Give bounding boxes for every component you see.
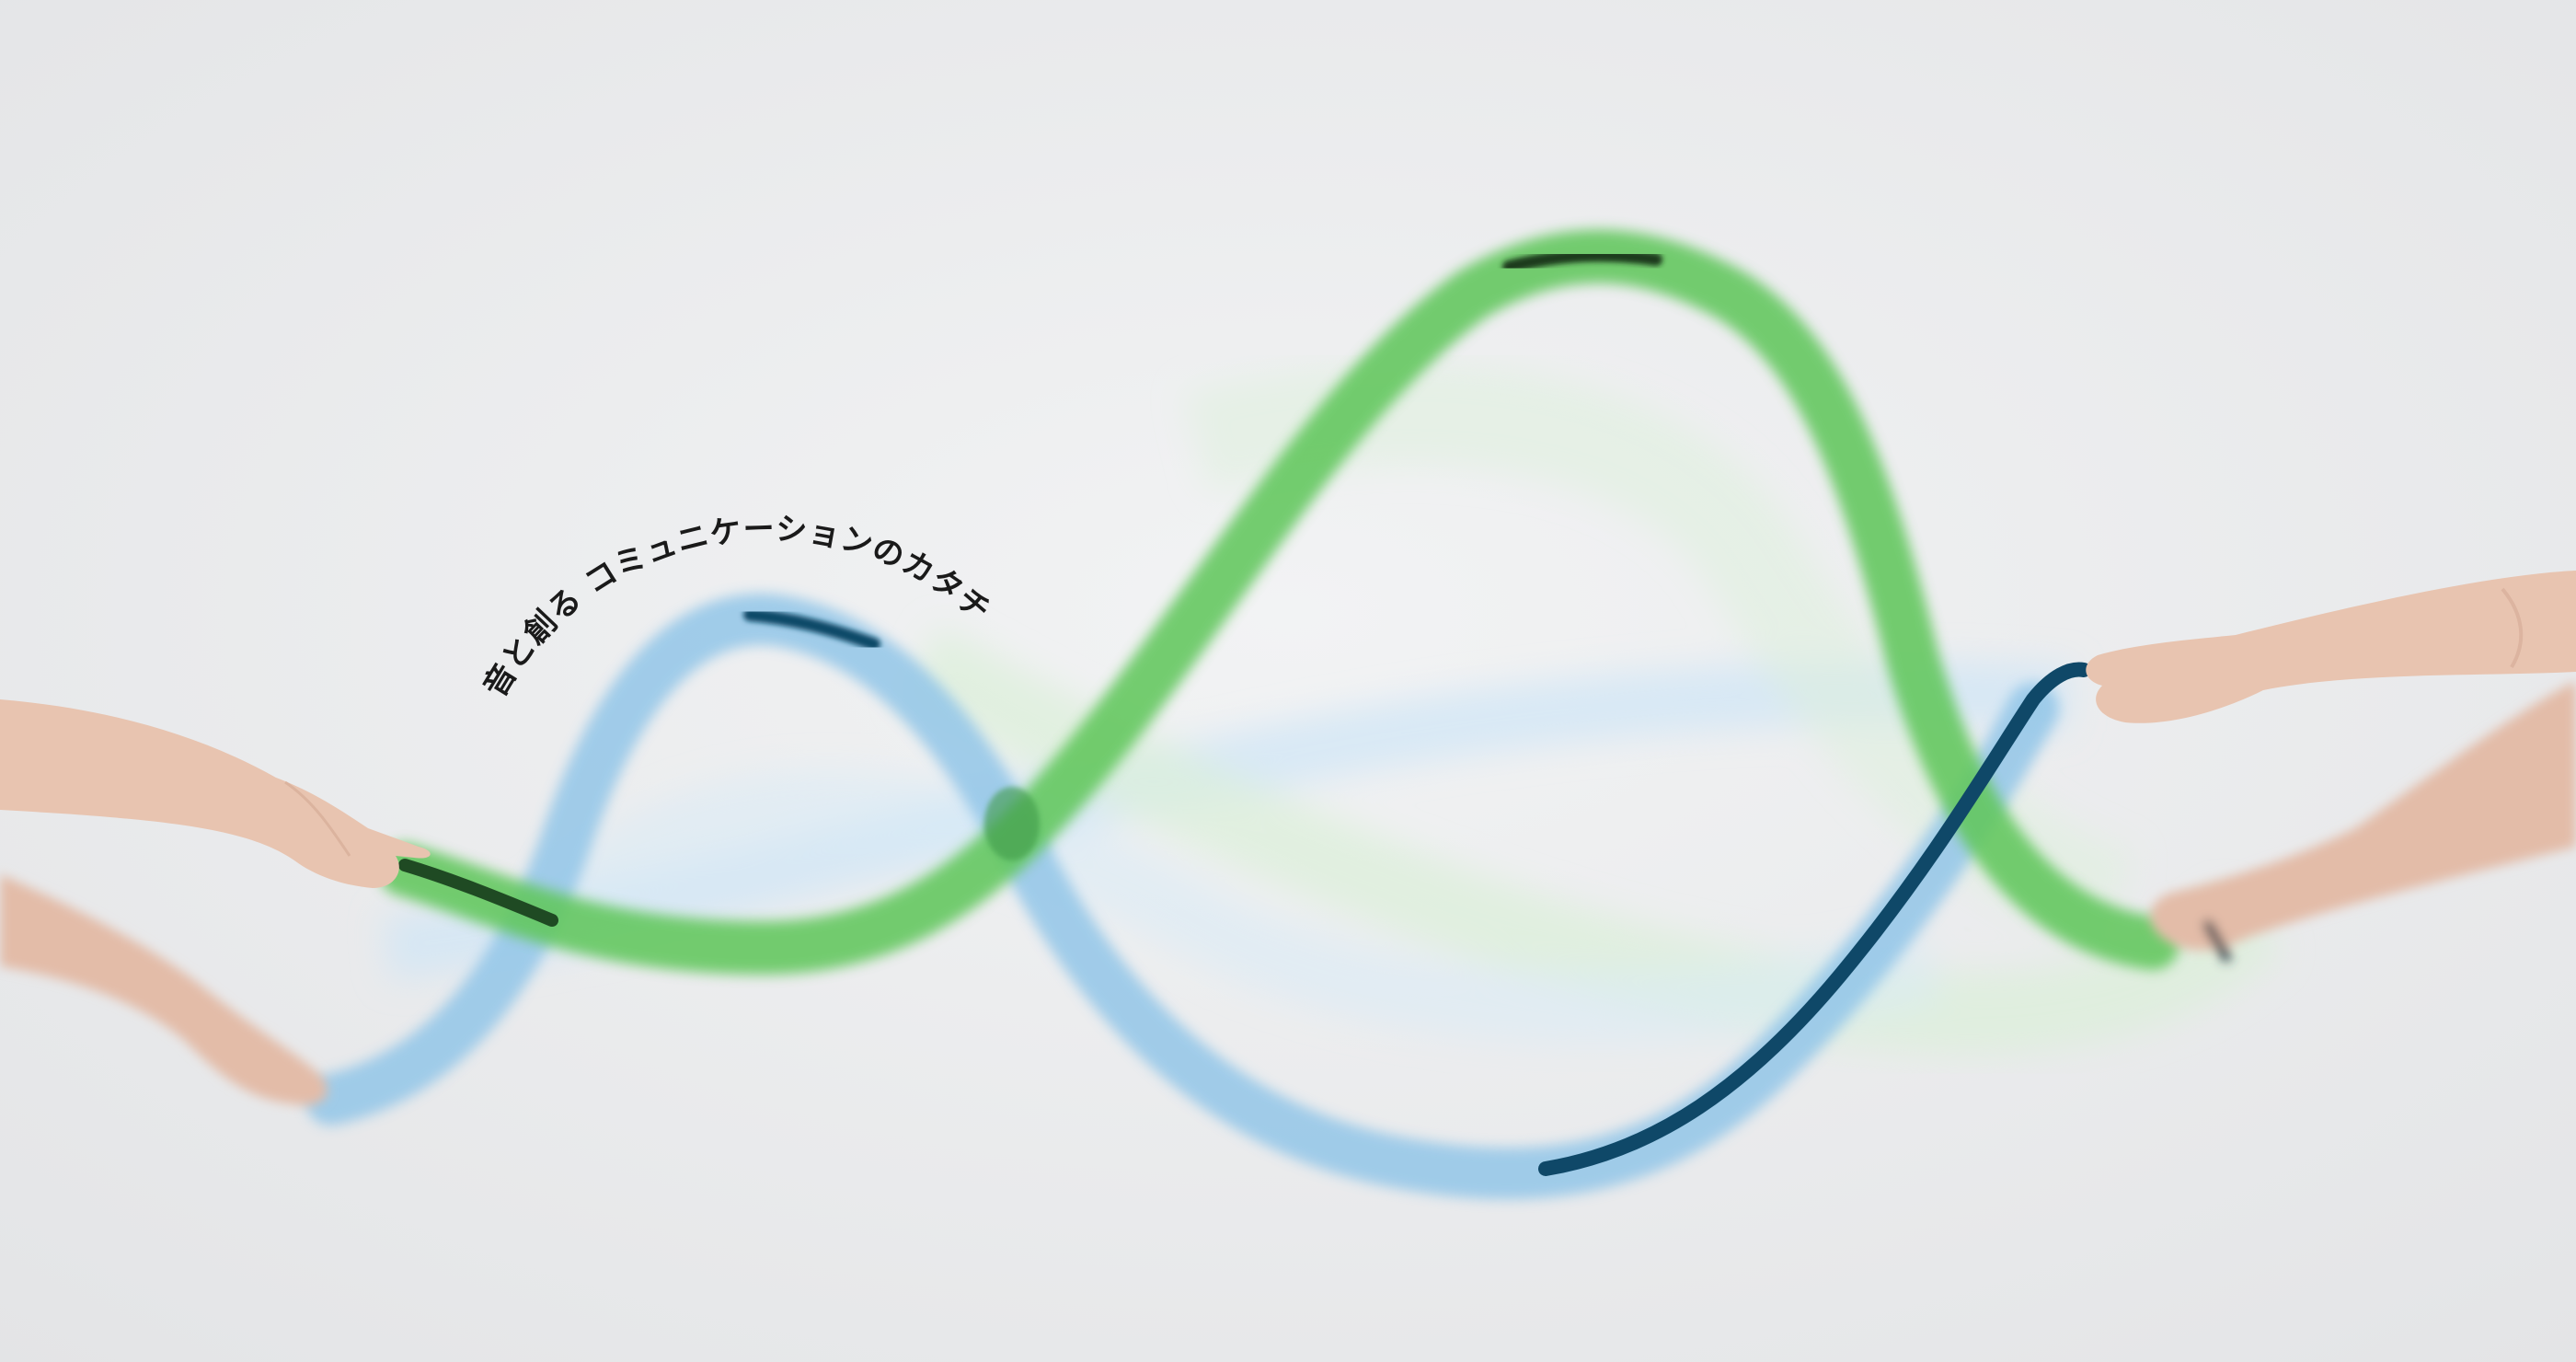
right-lower-arm (2150, 681, 2576, 962)
blue-ribbon (305, 594, 2059, 1200)
green-ribbon (378, 229, 2179, 975)
left-upper-arm (0, 699, 431, 888)
ribbon-overlap (984, 787, 1040, 860)
left-lower-arm (0, 874, 328, 1105)
dark-cord (398, 248, 2091, 1176)
right-upper-arm (2086, 571, 2576, 723)
